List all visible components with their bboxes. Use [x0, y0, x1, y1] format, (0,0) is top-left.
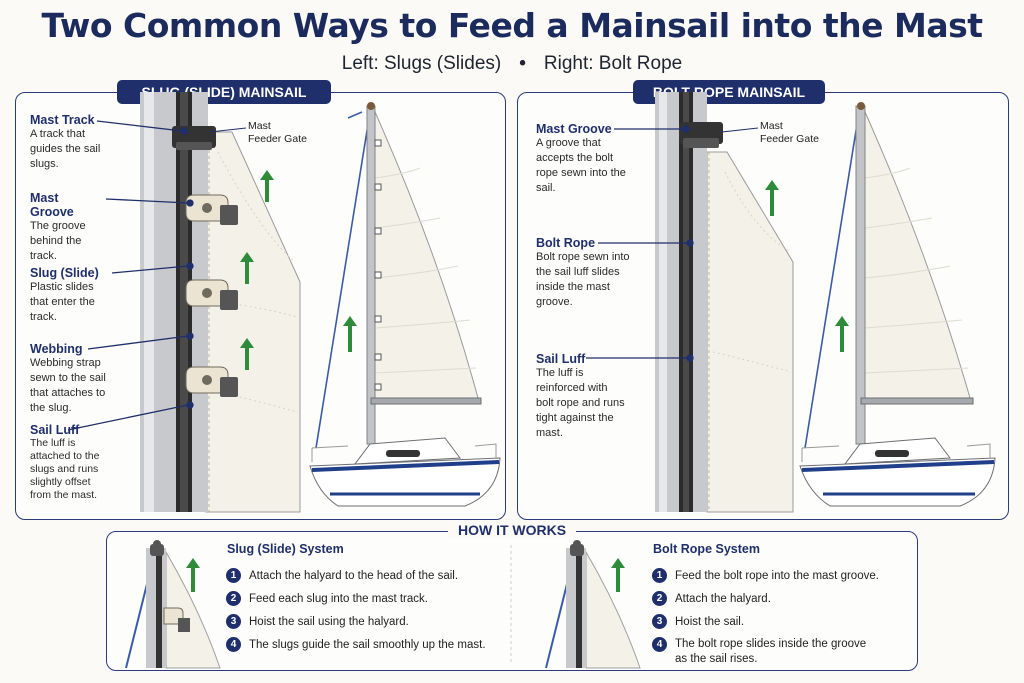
slug-2	[185, 279, 238, 310]
left-feeder-gate-label: Mast Feeder Gate	[248, 120, 307, 145]
left-callout-mast-track: Mast Track A track that guides the sail …	[30, 113, 101, 170]
slug-1	[185, 194, 238, 225]
how-it-works-heading: HOW IT WORKS	[448, 522, 577, 538]
left-callout-mast-groove: Mast Groove The groove behind the track.	[30, 191, 86, 262]
left-callout-slug: Slug (Slide) Plastic slides that enter t…	[30, 266, 99, 323]
subtitle-right: Right: Bolt Rope	[543, 53, 683, 74]
how-it-works-divider	[510, 545, 512, 663]
left-up-arrows	[240, 170, 274, 370]
left-sailboat-illustration	[309, 102, 501, 507]
how-it-works-panel	[106, 531, 918, 671]
slug-system-title: Slug (Slide) System	[227, 542, 344, 556]
page-title: Two Common Ways to Feed a Mainsail into …	[41, 6, 983, 45]
bolt-rope-closeup-illustration	[655, 92, 794, 513]
right-feeder-gate-label: Mast Feeder Gate	[760, 120, 819, 145]
left-boat-up-arrow	[343, 316, 357, 352]
right-sailboat-illustration	[799, 102, 996, 507]
right-feeder-gate-leader	[721, 127, 759, 133]
right-boat-up-arrow	[835, 316, 849, 352]
slug-icons	[185, 194, 238, 397]
left-callout-sail-luff: Sail Luff The luff is attached to the sl…	[30, 423, 100, 501]
left-feeder-gate-leader	[209, 127, 247, 133]
right-callout-bolt-rope: Bolt Rope Bolt rope sewn into the sail l…	[536, 236, 630, 308]
subtitle-left: Left: Slugs (Slides)	[341, 53, 502, 74]
right-callout-mast-groove: Mast Groove A groove that accepts the bo…	[536, 122, 626, 194]
slug-system-mini-illustration	[125, 540, 221, 669]
page-subtitle: Left: Slugs (Slides) • Right: Bolt Rope	[0, 53, 1024, 75]
slug-3	[185, 366, 238, 397]
bolt-rope-system-mini-illustration	[545, 540, 641, 669]
right-up-arrow	[765, 180, 779, 216]
left-callout-webbing: Webbing Webbing strap sewn to the sail t…	[30, 342, 106, 414]
bolt-rope-system-title: Bolt Rope System	[653, 542, 760, 556]
subtitle-bullet: •	[519, 53, 526, 74]
right-callout-sail-luff: Sail Luff The luff is reinforced with bo…	[536, 352, 625, 439]
